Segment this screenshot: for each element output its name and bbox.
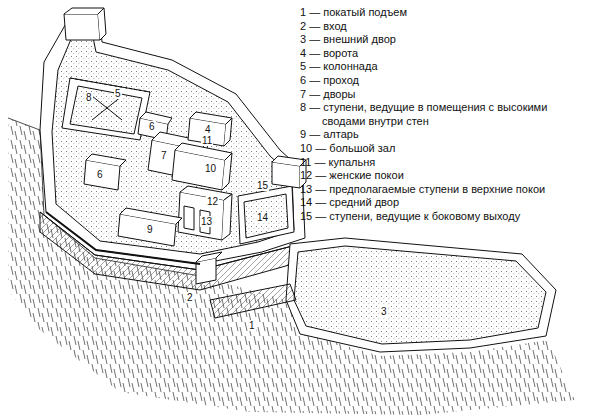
legend-entry: 7 — дворы <box>300 88 592 102</box>
legend-entry: 11 — купальня <box>300 156 592 170</box>
callout-number: 10 <box>204 163 217 174</box>
legend-entry: 6 — проход <box>300 74 592 88</box>
legend: 1 — покатый подъем2 — вход3 — внешний дв… <box>300 6 592 224</box>
callout-number: 1 <box>248 320 256 331</box>
fortress <box>40 8 556 352</box>
callout-number: 6 <box>148 121 156 132</box>
legend-entry: 5 — колоннада <box>300 60 592 74</box>
legend-entry: 12 — женские покои <box>300 169 592 183</box>
legend-entry: 1 — покатый подъем <box>300 6 592 20</box>
callout-number: 4 <box>204 124 212 135</box>
callout-number: 12 <box>206 196 219 207</box>
legend-entry: 15 — ступени, ведущие к боковому выходу <box>300 210 592 224</box>
callout-number: 2 <box>186 292 194 303</box>
legend-entry: 13 — предполагаемые ступени в верхние по… <box>300 183 592 197</box>
callout-number: 6 <box>96 169 104 180</box>
cliff <box>8 118 575 415</box>
legend-entry: 9 — алтарь <box>300 128 592 142</box>
callout-number: 9 <box>146 224 154 235</box>
callout-number: 13 <box>200 216 213 227</box>
legend-entry: 10 — большой зал <box>300 142 592 156</box>
legend-entry: 4 — ворота <box>300 47 592 61</box>
callout-number: 8 <box>85 92 93 103</box>
callout-number: 5 <box>114 88 122 99</box>
legend-entry: 3 — внешний двор <box>300 33 592 47</box>
callout-number: 3 <box>380 306 388 317</box>
legend-entry: 14 — средний двор <box>300 196 592 210</box>
legend-entry: 2 — вход <box>300 20 592 34</box>
callout-number: 14 <box>256 212 269 223</box>
callout-number: 15 <box>256 180 269 191</box>
callout-number: 7 <box>160 150 168 161</box>
legend-entry: 8 — ступени, ведущие в помещения с высок… <box>300 101 592 128</box>
callout-number: 11 <box>201 135 213 146</box>
